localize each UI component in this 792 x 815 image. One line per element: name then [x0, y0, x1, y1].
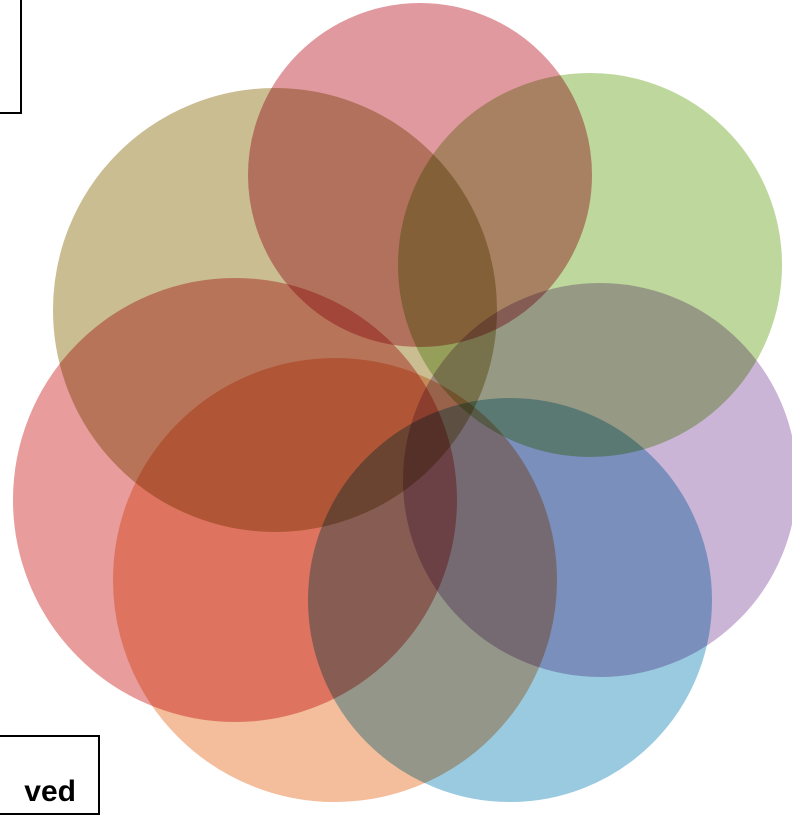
bottom-left-label: ved [24, 777, 76, 807]
bottom-left-label-box: ved [0, 735, 100, 815]
circles-group [10, 0, 792, 805]
top-left-label-box [0, 0, 22, 114]
circle-top-left [50, 85, 500, 535]
